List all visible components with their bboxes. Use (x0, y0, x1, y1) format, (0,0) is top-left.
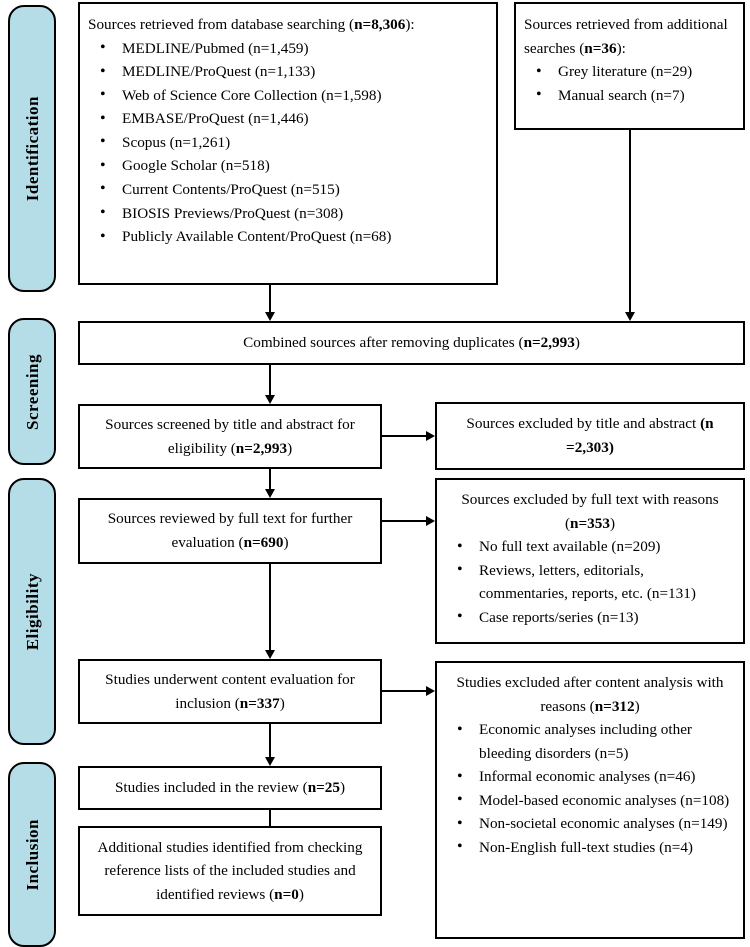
list-item: Reviews, letters, editorials, commentari… (449, 558, 735, 606)
box-content-evaluation: Studies underwent content evaluation for… (78, 659, 382, 724)
list-item: Web of Science Core Collection (n=1,598) (92, 83, 488, 107)
arrow-database-to-combined (264, 285, 276, 321)
box-excluded-content-title: Studies excluded after content analysis … (456, 674, 724, 715)
list-item: Case reports/series (n=13) (449, 605, 735, 629)
list-item: MEDLINE/Pubmed (n=1,459) (92, 36, 488, 60)
box-fulltext-reviewed-title: Sources reviewed by full text for furthe… (107, 510, 353, 551)
box-additional-identified: Additional studies identified from check… (78, 826, 382, 916)
box-studies-included-title: Studies included in the review (n=25) (114, 779, 346, 797)
box-combined-sources-title: Combined sources after removing duplicat… (243, 334, 580, 352)
arrow-content-evaluation-to-included (264, 724, 276, 766)
list-item: Publicly Available Content/ProQuest (n=6… (92, 225, 488, 249)
stage-label-screening: Screening (22, 353, 42, 430)
box-studies-included: Studies included in the review (n=25) (78, 766, 382, 810)
list-item: Current Contents/ProQuest (n=515) (92, 177, 488, 201)
arrow-combined-to-screened (264, 365, 276, 404)
list-item: Google Scholar (n=518) (92, 154, 488, 178)
box-sources-screened-title: Sources screened by title and abstract f… (105, 415, 355, 457)
box-excluded-title-abstract: Sources excluded by title and abstract (… (435, 402, 745, 470)
stage-label-inclusion: Inclusion (22, 818, 42, 891)
stage-pill-eligibility: Eligibility (8, 478, 56, 745)
arrow-additional-to-combined (624, 130, 636, 321)
stage-label-identification: Identification (22, 95, 42, 202)
box-excluded-fulltext-list: No full text available (n=209)Reviews, l… (445, 535, 735, 630)
list-item: BIOSIS Previews/ProQuest (n=308) (92, 201, 488, 225)
list-item: No full text available (n=209) (449, 535, 735, 559)
box-content-evaluation-title: Studies underwent content evaluation for… (105, 670, 355, 712)
list-item: Manual search (n=7) (528, 83, 735, 107)
box-excluded-fulltext-title: Sources excluded by full text with reaso… (461, 491, 719, 532)
list-item: EMBASE/ProQuest (n=1,446) (92, 107, 488, 131)
stage-pill-inclusion: Inclusion (8, 762, 56, 947)
box-database-search: Sources retrieved from database searchin… (78, 2, 498, 285)
box-additional-search: Sources retrieved from additional search… (514, 2, 745, 130)
stage-label-eligibility: Eligibility (22, 572, 42, 651)
arrow-content-evaluation-to-excluded-content (382, 685, 435, 697)
box-excluded-content: Studies excluded after content analysis … (435, 661, 745, 939)
box-excluded-fulltext: Sources excluded by full text with reaso… (435, 478, 745, 644)
list-item: Informal economic analyses (n=46) (449, 765, 735, 789)
stage-pill-identification: Identification (8, 5, 56, 292)
box-additional-search-title: Sources retrieved from additional search… (524, 16, 728, 57)
arrow-fulltext-to-excluded-fulltext (382, 515, 435, 527)
list-item: Economic analyses including other bleedi… (449, 718, 735, 765)
box-additional-search-list: Grey literature (n=29)Manual search (n=7… (524, 60, 735, 108)
list-item: Scopus (n=1,261) (92, 130, 488, 154)
arrow-screened-to-fulltext (264, 469, 276, 498)
list-item: MEDLINE/ProQuest (n=1,133) (92, 60, 488, 84)
box-sources-screened: Sources screened by title and abstract f… (78, 404, 382, 469)
box-database-search-title: Sources retrieved from database searchin… (88, 16, 415, 33)
box-combined-sources: Combined sources after removing duplicat… (78, 321, 745, 365)
list-item: Non-English full-text studies (n=4) (449, 835, 735, 859)
list-item: Model-based economic analyses (n=108) (449, 788, 735, 812)
arrow-screened-to-excluded-title-abstract (382, 430, 435, 442)
box-fulltext-reviewed: Sources reviewed by full text for furthe… (78, 498, 382, 564)
stage-pill-screening: Screening (8, 318, 56, 465)
box-database-search-list: MEDLINE/Pubmed (n=1,459)MEDLINE/ProQuest… (88, 36, 488, 249)
arrow-fulltext-to-content-evaluation (264, 564, 276, 659)
box-excluded-content-list: Economic analyses including other bleedi… (445, 718, 735, 860)
box-additional-identified-title: Additional studies identified from check… (97, 838, 363, 903)
list-item: Non-societal economic analyses (n=149) (449, 812, 735, 836)
box-excluded-title-abstract-title: Sources excluded by title and abstract (… (466, 415, 714, 456)
list-item: Grey literature (n=29) (528, 60, 735, 84)
